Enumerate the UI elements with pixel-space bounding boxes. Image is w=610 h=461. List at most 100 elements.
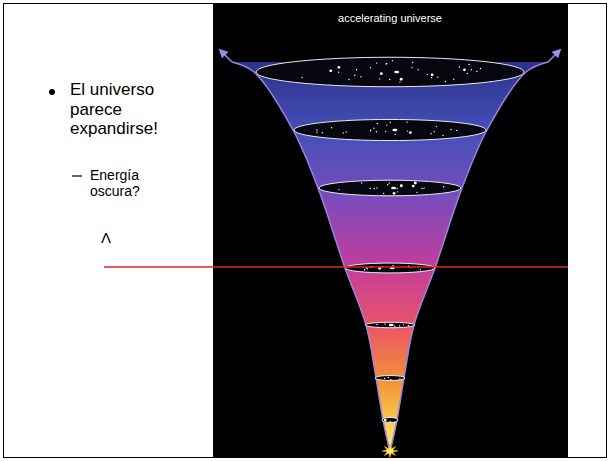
- galaxy-dot: [414, 182, 417, 185]
- galaxy-dot: [338, 72, 339, 73]
- galaxy-dot: [389, 79, 390, 80]
- galaxy-dot: [400, 78, 403, 81]
- sub-bullet-text: Energía oscura?: [90, 167, 162, 199]
- galaxy-dot: [476, 71, 477, 72]
- galaxy-dot: [399, 325, 400, 326]
- galaxy-dot: [409, 131, 412, 134]
- galaxy-dot: [367, 268, 368, 269]
- bullet-text: El universo parece expandirse!: [70, 80, 195, 139]
- galaxy-dot: [408, 325, 409, 326]
- galaxy-dot: [370, 129, 371, 130]
- galaxy-dot: [343, 132, 344, 133]
- galaxy-dot: [337, 66, 340, 69]
- galaxy-dot: [467, 73, 468, 74]
- galaxy-dot: [416, 192, 417, 193]
- galaxy-dot: [376, 62, 377, 63]
- galaxy-dot: [392, 60, 393, 61]
- galaxy-dot: [468, 64, 469, 65]
- galaxy-dot: [397, 191, 398, 192]
- galaxy-dot: [379, 78, 380, 79]
- bullet-dot: [49, 89, 55, 95]
- galaxy-dot: [459, 66, 460, 67]
- galaxy-dot: [360, 76, 361, 77]
- galaxy-dot: [386, 124, 387, 125]
- universe-disk: [345, 263, 435, 273]
- galaxy-dot: [386, 63, 387, 64]
- galaxy-dot: [403, 324, 404, 325]
- galaxy-dot: [431, 77, 432, 78]
- universe-disk: [256, 57, 524, 86]
- galaxy-dot: [463, 68, 466, 71]
- galaxy-dot: [316, 129, 317, 130]
- galaxy-dot: [392, 129, 397, 131]
- universe-disk: [294, 119, 486, 140]
- galaxy-dot: [301, 77, 302, 78]
- galaxy-dot: [443, 186, 444, 187]
- galaxy-dot: [387, 377, 388, 378]
- galaxy-dot: [389, 324, 394, 326]
- galaxy-dot: [436, 126, 437, 127]
- galaxy-dot: [384, 378, 385, 379]
- galaxy-dot: [394, 71, 399, 73]
- galaxy-dot: [370, 130, 371, 131]
- galaxy-dot: [383, 193, 384, 194]
- expansion-arrow: [548, 50, 560, 62]
- slide-border: [4, 4, 607, 458]
- funnel-body: [232, 62, 548, 452]
- galaxy-dot: [376, 324, 377, 325]
- galaxy-dot: [354, 75, 355, 76]
- galaxy-dot: [385, 63, 386, 64]
- galaxy-dot: [399, 81, 400, 82]
- galaxy-dot: [391, 187, 396, 189]
- galaxy-dot: [453, 79, 454, 80]
- galaxy-dot: [376, 131, 377, 132]
- galaxy-dot: [471, 69, 472, 70]
- galaxy-dot: [407, 130, 408, 131]
- lambda-symbol: Λ: [101, 229, 111, 246]
- galaxy-dot: [417, 69, 418, 70]
- galaxy-dot: [390, 379, 391, 380]
- galaxy-dot: [385, 131, 386, 132]
- galaxy-dot: [356, 69, 357, 70]
- galaxy-dot: [480, 68, 481, 69]
- galaxy-dot: [406, 121, 407, 122]
- galaxy-dot: [384, 419, 387, 422]
- galaxy-dot: [316, 131, 317, 132]
- galaxy-dot: [393, 192, 396, 195]
- galaxy-dot: [380, 72, 383, 75]
- galaxy-dot: [400, 184, 403, 187]
- galaxy-dot: [396, 188, 397, 189]
- universe-disk: [365, 322, 415, 328]
- big-bang-star: [382, 445, 398, 458]
- galaxy-dot: [412, 185, 415, 188]
- galaxy-dot: [331, 127, 332, 128]
- galaxy-dot: [390, 122, 391, 123]
- galaxy-dot: [376, 187, 377, 188]
- galaxy-dot: [370, 67, 371, 68]
- galaxy-dot: [389, 421, 390, 422]
- galaxy-dot: [364, 269, 365, 270]
- galaxy-dot: [412, 62, 413, 63]
- galaxy-dot: [394, 134, 395, 135]
- galaxy-dot: [442, 135, 443, 136]
- galaxy-dot: [427, 74, 428, 75]
- present-line: [104, 266, 568, 268]
- galaxy-dot: [373, 128, 374, 129]
- bullet-dash: [72, 175, 82, 176]
- galaxy-dot: [434, 131, 435, 132]
- galaxy-dot: [445, 81, 446, 82]
- galaxy-dot: [430, 133, 431, 134]
- universe-disk: [382, 418, 398, 423]
- galaxy-dot: [338, 189, 339, 190]
- diagram-caption: accelerating universe: [330, 12, 450, 25]
- galaxy-dot: [450, 129, 451, 130]
- galaxy-dot: [329, 69, 332, 72]
- galaxy-dot: [423, 187, 424, 188]
- galaxy-dot: [456, 130, 457, 131]
- space-panel: [213, 4, 568, 457]
- galaxy-dot: [348, 79, 349, 80]
- galaxy-dot: [361, 182, 362, 183]
- galaxy-dot: [394, 326, 395, 327]
- galaxy-dot: [373, 188, 374, 189]
